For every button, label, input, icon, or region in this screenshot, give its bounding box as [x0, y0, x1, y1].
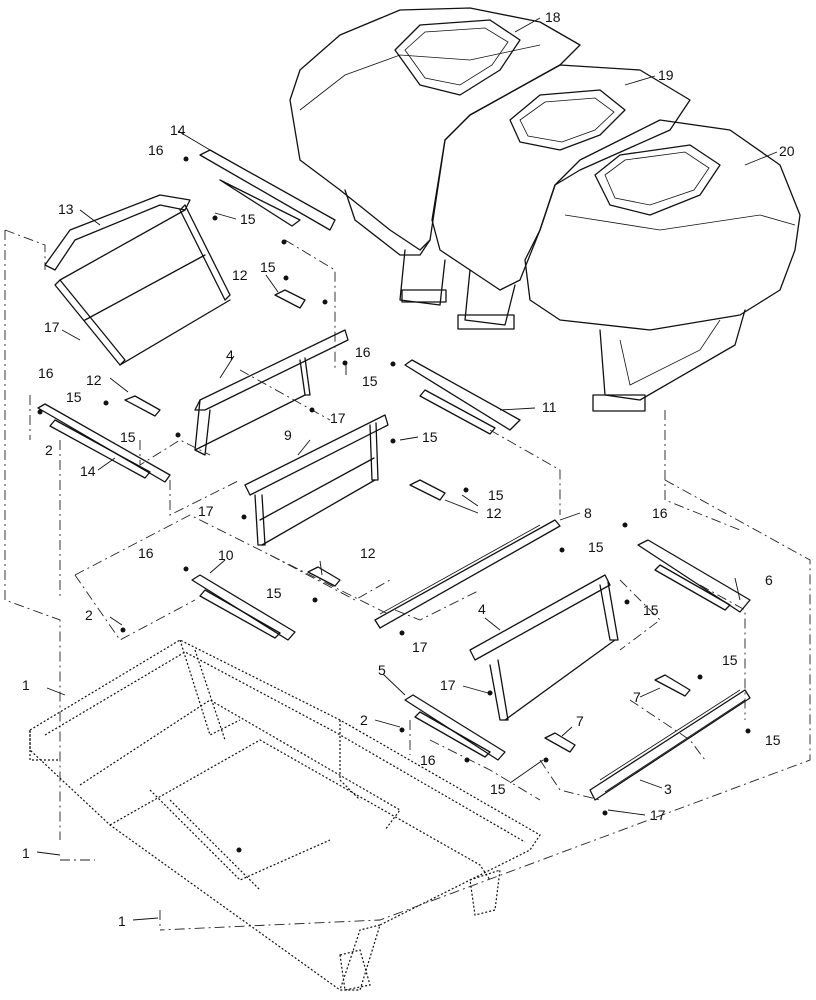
callout-15: 15 — [260, 259, 276, 275]
callout-19: 19 — [658, 67, 674, 83]
callout-16: 16 — [148, 142, 164, 158]
callout-1: 1 — [22, 677, 30, 693]
callout-11: 11 — [542, 399, 557, 415]
callout-17: 17 — [330, 410, 346, 426]
callout-7: 7 — [633, 689, 641, 705]
callout-4: 4 — [226, 347, 234, 363]
callout-6: 6 — [765, 572, 773, 588]
callout-16: 16 — [355, 344, 371, 360]
callout-5: 5 — [378, 662, 386, 678]
callout-2: 2 — [85, 607, 93, 623]
callout-15: 15 — [120, 429, 136, 445]
callout-17: 17 — [440, 677, 456, 693]
callout-17: 17 — [650, 807, 666, 823]
callout-16: 16 — [38, 365, 54, 381]
callout-15: 15 — [643, 602, 659, 618]
callout-10: 10 — [218, 547, 234, 563]
callout-14: 14 — [170, 122, 186, 138]
callout-12: 12 — [360, 545, 376, 561]
main-frame — [29, 639, 541, 991]
callout-15: 15 — [422, 429, 438, 445]
callout-16: 16 — [652, 505, 668, 521]
callout-8: 8 — [584, 505, 592, 521]
callout-15: 15 — [588, 539, 604, 555]
alignment-lines — [4, 229, 811, 931]
callout-15: 15 — [722, 652, 738, 668]
tank-assembly — [289, 7, 801, 412]
callout-15: 15 — [490, 781, 506, 797]
callout-12: 12 — [232, 267, 248, 283]
callout-14: 14 — [80, 463, 96, 479]
callout-15: 15 — [240, 211, 256, 227]
callout-12: 12 — [86, 372, 102, 388]
callout-3: 3 — [664, 781, 672, 797]
callout-9: 9 — [284, 427, 292, 443]
callout-1: 1 — [118, 913, 126, 929]
callout-labels: 18 19 20 14 16 13 15 12 15 17 4 16 15 16… — [22, 9, 795, 929]
callout-17: 17 — [412, 639, 428, 655]
callout-17: 17 — [44, 319, 60, 335]
callout-13: 13 — [58, 201, 74, 217]
callout-16: 16 — [420, 752, 436, 768]
callout-12: 12 — [486, 505, 502, 521]
callout-15: 15 — [66, 389, 82, 405]
callout-2: 2 — [45, 442, 53, 458]
callout-15: 15 — [765, 732, 781, 748]
callout-4: 4 — [478, 601, 486, 617]
callout-18: 18 — [545, 9, 561, 25]
callout-16: 16 — [138, 545, 154, 561]
callout-leaders — [36, 17, 778, 921]
callout-15: 15 — [362, 373, 378, 389]
callout-20: 20 — [779, 143, 795, 159]
fasteners — [37, 156, 751, 853]
callout-15: 15 — [488, 487, 504, 503]
callout-2: 2 — [360, 712, 368, 728]
callout-15: 15 — [266, 585, 282, 601]
callout-7: 7 — [576, 713, 584, 729]
upper-left-parts — [37, 149, 751, 801]
callout-17: 17 — [198, 503, 214, 519]
callout-1: 1 — [22, 845, 30, 861]
